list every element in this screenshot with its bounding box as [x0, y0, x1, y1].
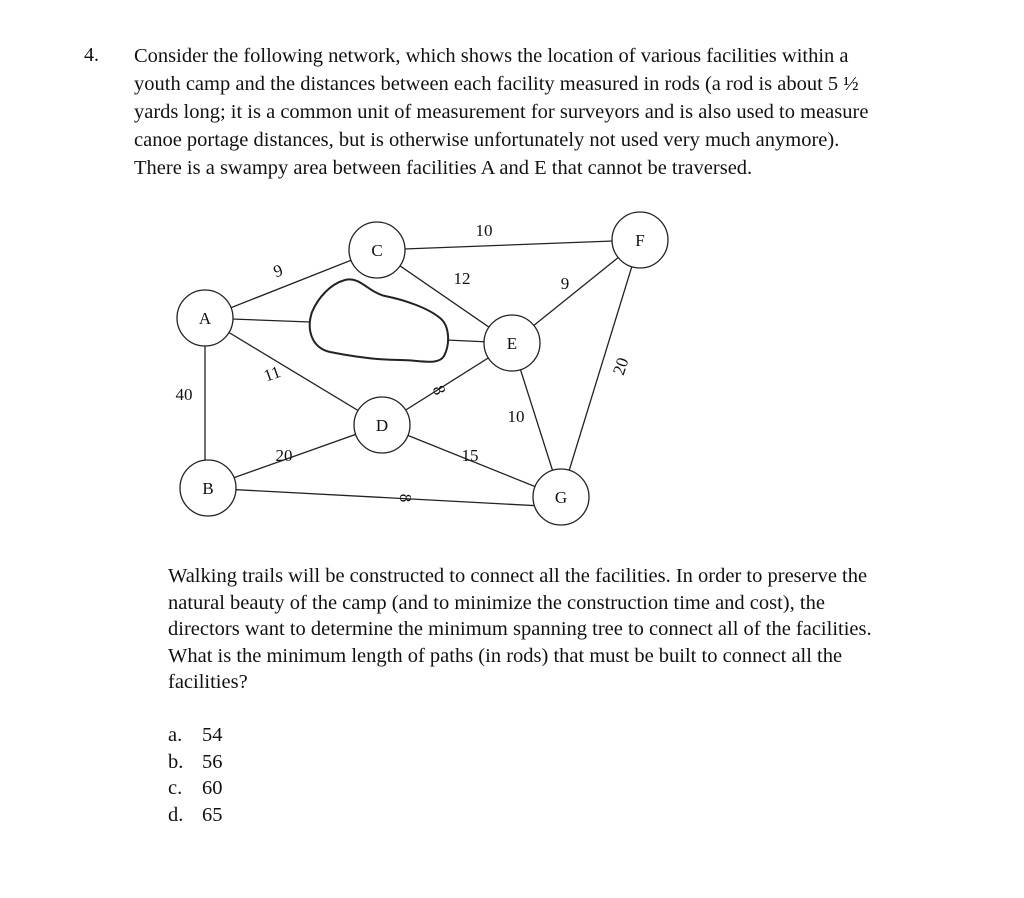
answer-options: a. 54 b. 56 c. 60 d. 65	[168, 722, 223, 828]
intro-line: youth camp and the distances between eac…	[134, 73, 859, 95]
node-label-D: D	[376, 416, 388, 435]
weight-C-F: 10	[476, 221, 493, 240]
node-D	[353, 396, 411, 454]
intro-line: canoe portage distances, but is otherwis…	[134, 129, 840, 151]
option-letter: b.	[168, 750, 184, 773]
node-G	[532, 468, 590, 526]
weight-F-G: 20	[609, 355, 632, 377]
node-F	[611, 211, 669, 269]
weight-B-D: 20	[276, 446, 293, 465]
edge-F-G	[560, 239, 641, 498]
option-value: 56	[202, 750, 223, 773]
intro-line: yards long; it is a common unit of measu…	[134, 101, 869, 123]
option-value: 65	[202, 803, 223, 826]
edge-A-D	[204, 317, 383, 426]
prompt-line: What is the minimum length of paths (in …	[168, 644, 843, 667]
intro-line: Consider the following network, which sh…	[134, 45, 849, 67]
edge-D-G	[381, 424, 562, 498]
weight-E-G: 10	[508, 407, 525, 426]
intro-line: There is a swampy area between facilitie…	[134, 157, 753, 179]
node-label-F: F	[635, 231, 644, 250]
weight-C-E: 12	[454, 269, 471, 288]
node-C	[348, 221, 406, 279]
weight-A-C: 9	[271, 260, 285, 281]
node-A	[176, 289, 234, 347]
edge-A-C	[204, 249, 378, 319]
option-letter: d.	[168, 803, 184, 826]
option-value: 54	[202, 724, 223, 746]
weight-D-G: 15	[462, 446, 479, 465]
weight-B-G: 8	[396, 494, 415, 503]
prompt-line: facilities?	[168, 671, 248, 693]
edge-B-G	[204, 487, 562, 508]
option-a[interactable]: a. 54	[168, 722, 223, 749]
prompt-line: Walking trails will be constructed to co…	[168, 565, 868, 587]
swamp-area	[308, 278, 450, 363]
option-value: 60	[202, 777, 223, 799]
prompt-line: directors want to determine the minimum …	[168, 618, 872, 640]
node-label-C: C	[371, 241, 382, 260]
option-d[interactable]: d. 65	[168, 802, 223, 829]
option-letter: c.	[168, 777, 183, 799]
question-intro: Consider the following network, which sh…	[134, 42, 974, 182]
weight-A-B: 40	[176, 385, 193, 404]
option-b[interactable]: b. 56	[168, 749, 223, 776]
weight-A-D: 11	[261, 362, 283, 385]
node-B	[179, 459, 237, 517]
node-E	[483, 314, 541, 372]
weight-D-E: 8	[429, 383, 450, 397]
node-label-B: B	[202, 479, 213, 498]
edge-C-F	[376, 239, 641, 251]
option-c[interactable]: c. 60	[168, 775, 223, 802]
node-label-A: A	[199, 309, 212, 328]
question-number: 4.	[84, 44, 99, 66]
node-label-G: G	[555, 488, 567, 507]
weight-E-F: 9	[561, 274, 570, 293]
option-letter: a.	[168, 724, 183, 746]
node-label-E: E	[507, 334, 517, 353]
question-prompt: Walking trails will be constructed to co…	[168, 563, 988, 696]
prompt-line: natural beauty of the camp (and to minim…	[168, 591, 825, 614]
